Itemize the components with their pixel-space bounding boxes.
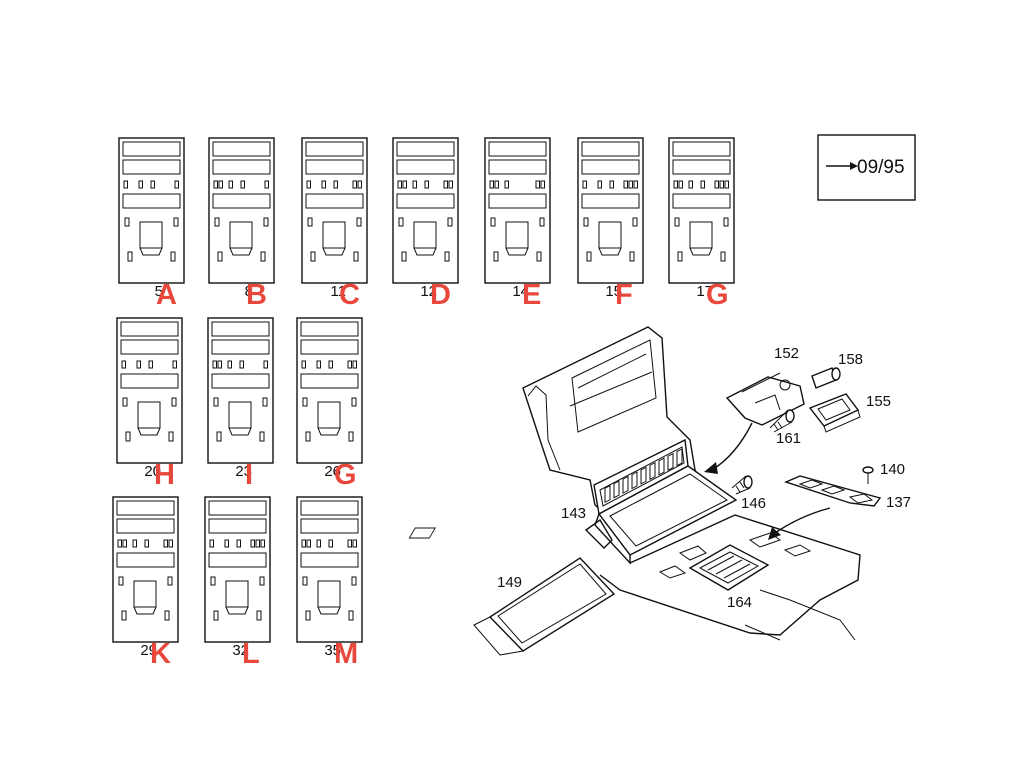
panel-letter: K (150, 638, 171, 670)
panel-2: 8B (208, 137, 275, 311)
panel-letter: C (339, 279, 360, 311)
panel-6: 15F (577, 137, 644, 311)
panel-letter: A (156, 279, 177, 311)
panel-11: 29K (112, 496, 179, 670)
panel-letter: F (615, 279, 633, 311)
panel-number: 5 (155, 283, 163, 300)
part-161-screw (769, 409, 795, 433)
panel-7: 17G (668, 137, 735, 311)
arrowhead-icon (850, 162, 858, 170)
callout-164: 164 (727, 594, 752, 611)
panel-letter: B (246, 279, 267, 311)
panel-number: 32 (232, 642, 249, 659)
panel-letter: G (706, 279, 729, 311)
date-box: 09/95 (817, 134, 916, 201)
part-140-screw (862, 466, 874, 484)
panel-number: 35 (324, 642, 341, 659)
panel-number: 23 (235, 463, 252, 480)
panel-12: 32L (204, 496, 271, 670)
date-text: 09/95 (857, 157, 905, 178)
panel-number: 11 (330, 283, 346, 300)
part-155-switch (808, 393, 861, 433)
part-164-insert (688, 544, 770, 591)
callout-155: 155 (866, 393, 891, 410)
panel-number: 20 (144, 463, 161, 480)
callout-140: 140 (880, 461, 905, 478)
panel-5: 14E (484, 137, 551, 311)
arrowhead-icon (704, 462, 718, 474)
floor-console (599, 514, 861, 636)
arrowhead-icon (768, 527, 781, 540)
part-143-tray (584, 438, 738, 565)
panel-9: 23I (207, 317, 274, 491)
callout-158: 158 (838, 351, 863, 368)
panel-number: 14 (512, 283, 529, 300)
panel-letter: M (334, 638, 358, 670)
part-146-screw (731, 475, 753, 495)
panel-number: 17 (696, 283, 713, 300)
panel-letter: I (245, 459, 253, 491)
panel-letter: D (430, 279, 451, 311)
callout-146: 146 (741, 495, 766, 512)
console-drawing: 152 158 155 161 140 146 137 143 149 164 (408, 326, 911, 656)
arrow-137-to-console (774, 507, 831, 534)
panel-1: 5A (118, 137, 185, 311)
callout-152: 152 (774, 345, 799, 362)
panel-13: 35M (296, 496, 363, 670)
callout-143: 143 (561, 505, 586, 522)
panel-10: 26G (296, 317, 363, 491)
panel-letter: E (522, 279, 541, 311)
panel-letter: H (154, 459, 175, 491)
panel-number: 29 (140, 642, 157, 659)
panel-number: 15 (605, 283, 622, 300)
callout-149: 149 (497, 574, 522, 591)
tray-slots (604, 448, 683, 504)
panel-8: 20H (116, 317, 183, 491)
part-158-bulb (811, 367, 841, 389)
panel-number: 26 (324, 463, 341, 480)
panel-3: 11C (301, 137, 368, 311)
panel-number: 8 (245, 283, 253, 300)
panel-4: 12D (392, 137, 459, 311)
panel-letter: L (242, 638, 260, 670)
callout-137: 137 (886, 494, 911, 511)
callout-161: 161 (776, 430, 801, 447)
panel-number: 12 (420, 283, 437, 300)
panel-letter: G (334, 459, 357, 491)
part-149-cover (473, 557, 616, 656)
part-137-bracket (784, 475, 882, 507)
arrow-152-to-tray (711, 422, 753, 471)
